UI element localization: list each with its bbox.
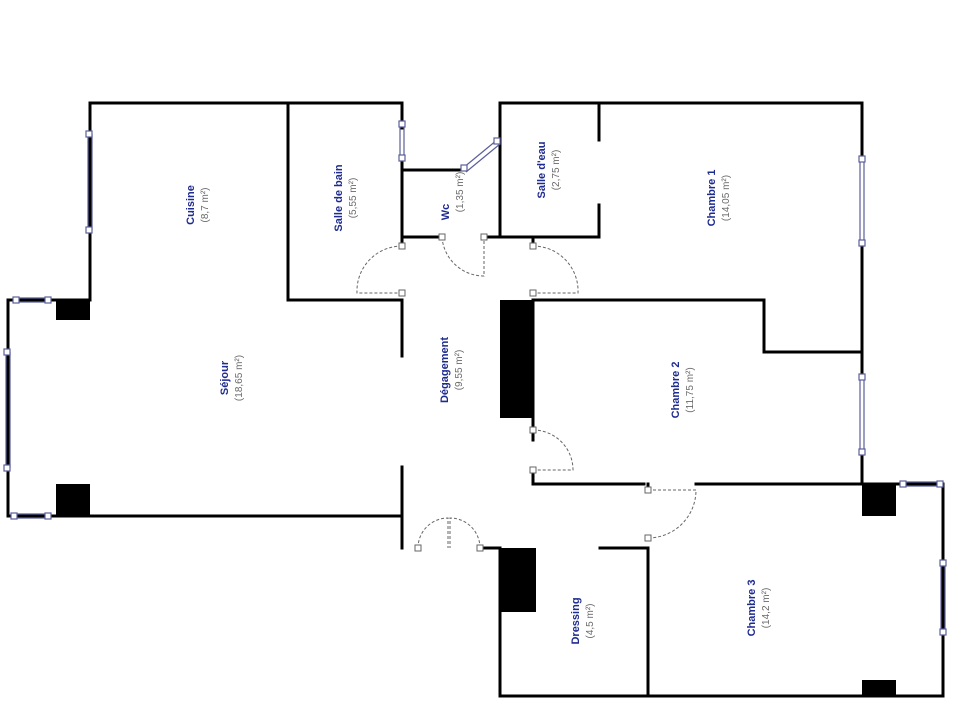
room-area-chambre-2: (11,75 m²) [685, 367, 696, 412]
window-cuisine [85, 130, 93, 234]
room-area-chambre-3: (14,2 m²) [761, 588, 772, 629]
label-dressing: Dressing (4,5 m²) [570, 597, 596, 644]
room-name-degagement: Dégagement [439, 337, 451, 403]
room-area-chambre-1: (14,05 m²) [721, 175, 732, 221]
room-area-cuisine: (8,7 m²) [200, 188, 211, 223]
room-name-chambre-3: Chambre 3 [746, 580, 758, 637]
label-degagement: Dégagement (9,55 m²) [439, 337, 465, 403]
pillar-chambre-3-south [862, 680, 896, 696]
room-area-salle-de-bain: (5,55 m²) [348, 178, 359, 219]
wall-dressing-top [598, 546, 650, 698]
label-sejour: Séjour (18,65 m²) [219, 355, 245, 401]
room-area-dressing: (4,5 m²) [585, 604, 596, 639]
fixtures [56, 300, 896, 696]
door-salle-deau [532, 245, 579, 294]
label-salle-deau: Salle d'eau (2,75 m²) [536, 141, 562, 198]
label-wc: Wc (1,35 m²) [440, 172, 466, 221]
door-chambre-3 [647, 489, 697, 539]
cabinet-degagement [500, 300, 533, 418]
wall-salle-de-bain-west [286, 101, 404, 358]
door-salle-de-bain [356, 245, 403, 294]
room-name-cuisine: Cuisine [185, 185, 197, 225]
room-name-wc: Wc [440, 204, 452, 221]
room-area-wc: (1,35 m²) [455, 172, 466, 213]
room-name-dressing: Dressing [570, 597, 582, 644]
walls [6, 101, 945, 698]
cabinet-dressing [500, 548, 536, 612]
windows [3, 120, 947, 636]
room-area-sejour: (18,65 m²) [234, 355, 245, 401]
room-area-salle-deau: (2,75 m²) [551, 150, 562, 191]
door-hinges [398, 233, 652, 552]
door-entry-left [417, 517, 449, 549]
room-area-degagement: (9,55 m²) [454, 350, 465, 391]
label-cuisine: Cuisine (8,7 m²) [185, 185, 211, 225]
label-chambre-1: Chambre 1 (14,05 m²) [706, 170, 732, 227]
label-chambre-2: Chambre 2 (11,75 m²) [670, 362, 696, 419]
room-name-salle-de-bain: Salle de bain [333, 164, 345, 232]
wall-top-right [498, 101, 864, 486]
door-entry-right [449, 517, 481, 549]
wall-chambre1-bottom [531, 298, 864, 442]
door-wc [441, 236, 485, 277]
door-chambre-2 [532, 429, 574, 471]
window-wc [460, 137, 501, 173]
room-name-sejour: Séjour [219, 360, 231, 395]
pillar-sejour-north [56, 300, 90, 320]
window-chambre-2 [858, 373, 866, 456]
pillar-chambre-3-north [862, 484, 896, 516]
room-name-chambre-2: Chambre 2 [670, 362, 682, 419]
window-chambre-3-east [939, 559, 947, 636]
window-sejour-north [12, 296, 52, 304]
label-salle-de-bain: Salle de bain (5,55 m²) [333, 164, 359, 232]
pillar-sejour-south [56, 484, 90, 516]
window-chambre-1 [858, 155, 866, 247]
room-labels: Cuisine (8,7 m²) Salle de bain (5,55 m²)… [185, 141, 772, 644]
wall-salle-deau-east [531, 101, 601, 248]
doors [356, 236, 697, 549]
window-chambre-3-north [899, 480, 944, 488]
window-sejour-south [10, 512, 52, 520]
label-chambre-3: Chambre 3 (14,2 m²) [746, 580, 772, 637]
window-salle-de-bain [398, 120, 406, 162]
wall-outer-west [6, 101, 404, 550]
window-sejour-west [3, 348, 11, 472]
room-name-salle-deau: Salle d'eau [536, 141, 548, 198]
room-name-chambre-1: Chambre 1 [706, 170, 718, 227]
